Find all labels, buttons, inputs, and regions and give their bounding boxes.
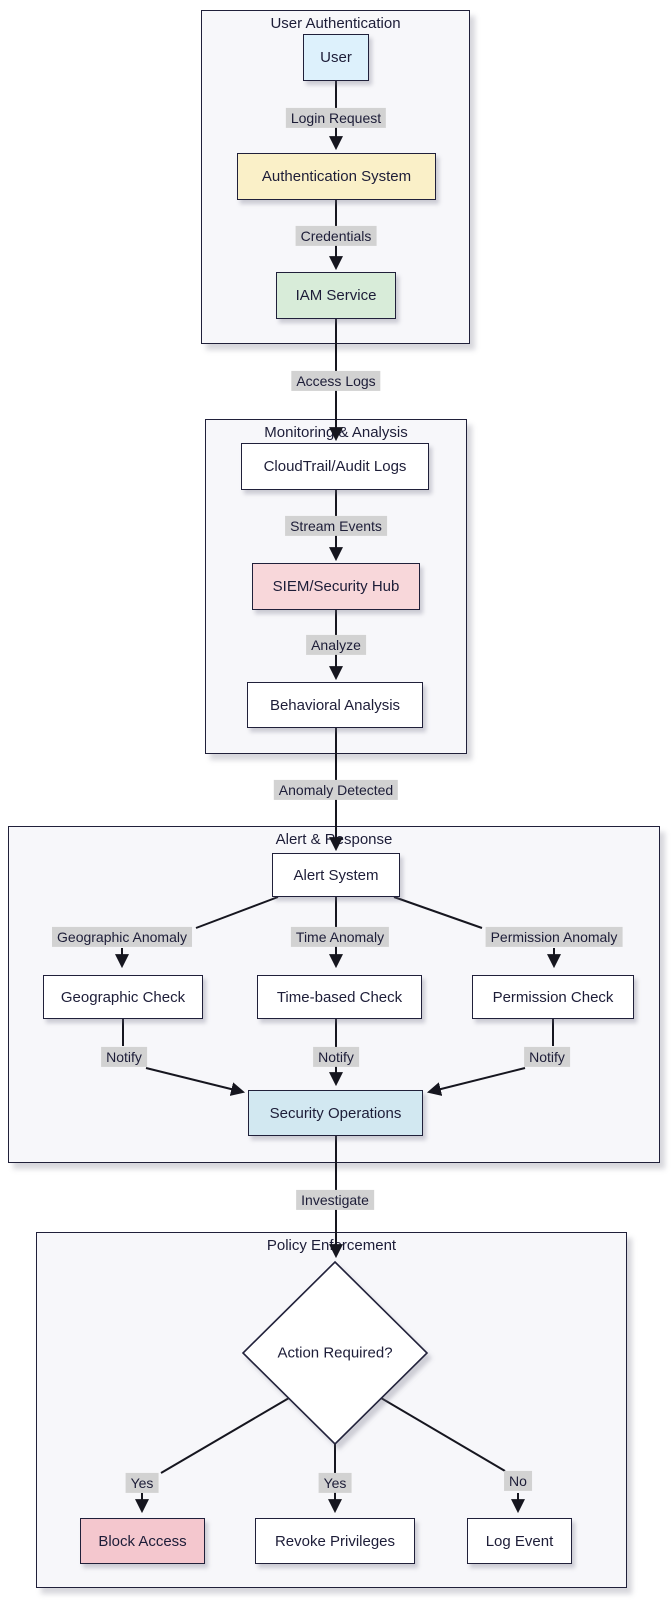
edge-label-permission-anomaly: Permission Anomaly <box>485 926 623 948</box>
node-block-access: Block Access <box>80 1518 205 1564</box>
node-revoke-privileges: Revoke Privileges <box>255 1518 415 1564</box>
edge-label-login-request: Login Request <box>285 107 387 129</box>
node-user: User <box>303 34 369 81</box>
edge-label-credentials: Credentials <box>295 225 377 247</box>
node-permission-check: Permission Check <box>472 975 634 1019</box>
edge-label-anomaly-detected: Anomaly Detected <box>273 779 399 801</box>
edge-label-time-anomaly: Time Anomaly <box>290 926 390 948</box>
edge-label-no-log: No <box>504 1470 532 1492</box>
node-authentication-system: Authentication System <box>237 153 436 200</box>
node-action-required: Action Required? <box>277 1344 393 1362</box>
edge-label-investigate: Investigate <box>296 1189 374 1211</box>
node-cloudtrail-audit-logs: CloudTrail/Audit Logs <box>241 443 429 490</box>
subgraph-title: User Authentication <box>270 15 401 32</box>
edge-label-yes-revoke: Yes <box>318 1472 352 1494</box>
subgraph-title: Alert & Response <box>275 831 393 848</box>
edge-label-geographic-anomaly: Geographic Anomaly <box>52 926 192 948</box>
subgraph-title: Monitoring & Analysis <box>264 424 408 441</box>
node-alert-system: Alert System <box>272 853 400 897</box>
subgraph-title: Policy Enforcement <box>266 1237 397 1254</box>
node-behavioral-analysis: Behavioral Analysis <box>247 682 423 728</box>
node-siem-security-hub: SIEM/Security Hub <box>252 563 420 610</box>
node-geographic-check: Geographic Check <box>43 975 203 1019</box>
node-iam-service: IAM Service <box>276 272 396 319</box>
edge-label-notify-perm: Notify <box>524 1046 570 1068</box>
edge-label-notify-time: Notify <box>313 1046 359 1068</box>
node-time-based-check: Time-based Check <box>257 975 422 1019</box>
edge-label-yes-block: Yes <box>125 1472 159 1494</box>
edge-label-access-logs: Access Logs <box>291 370 381 392</box>
edge-label-notify-geo: Notify <box>101 1046 147 1068</box>
node-log-event: Log Event <box>467 1518 572 1564</box>
edge-label-stream-events: Stream Events <box>285 515 387 537</box>
edge-label-analyze: Analyze <box>306 634 366 656</box>
node-security-operations: Security Operations <box>248 1090 423 1136</box>
